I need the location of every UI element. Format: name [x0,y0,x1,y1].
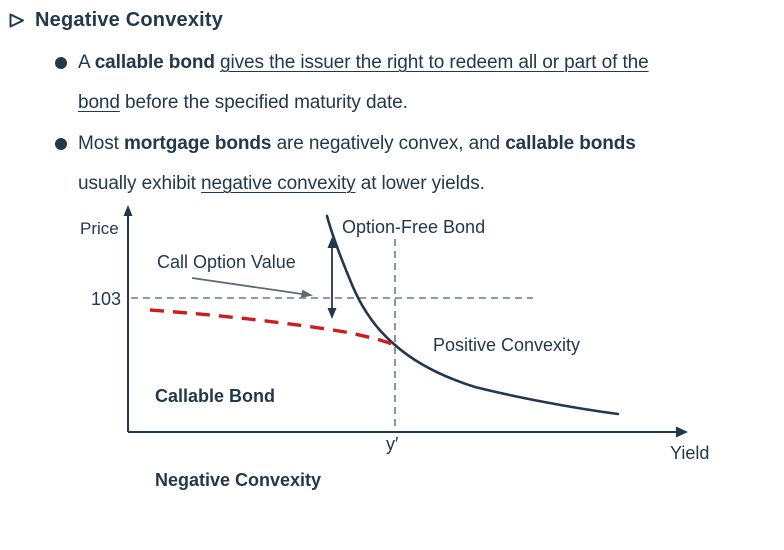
call-option-value-label: Call Option Value [157,252,296,272]
text-segment-underline: bond [78,92,120,113]
callable-bond-label-line1: Callable Bond [155,386,276,406]
text-segment-underline: gives the issuer the right to redeem all… [220,52,649,73]
text-segment: usually exhibit [78,173,202,194]
yield-axis-arrowhead-icon [676,426,688,438]
text-segment-bold: mortgage bonds [123,133,272,154]
pointer-arrow-head-icon [300,289,313,298]
text-segment: before the specified maturity date. [119,92,408,113]
bullet-mortgage-bonds: Most mortgage bonds are negatively conve… [55,124,636,204]
bullet-text: Most mortgage bonds are negatively conve… [78,124,636,204]
callable-bond-label: Callable Bond Negative Convexity [155,326,321,550]
gap-arrow-up-head-icon [327,237,337,248]
text-segment: are negatively convex, and [271,133,506,154]
bullet-line: bond before the specified maturity date. [78,83,649,123]
text-segment: Most [78,133,124,154]
yield-prime-tick-label: y′ [386,434,399,454]
positive-convexity-label: Positive Convexity [433,335,581,355]
price-axis-label: Price [80,219,119,238]
text-segment-bold: callable bond [94,52,215,73]
bullet-callable-bond: A callable bond gives the issuer the rig… [55,43,649,123]
page-title: Negative Convexity [35,9,224,31]
call-option-pointer-arrow [191,277,303,295]
callable-bond-curve [149,308,396,347]
call-price-tick-label: 103 [90,289,121,309]
text-segment-bold: callable bonds [505,133,636,154]
bullet-dot-icon [55,138,67,150]
bullet-line: A callable bond gives the issuer the rig… [78,43,649,83]
price-axis-arrowhead-icon [123,205,133,216]
callable-bond-label-line2: Negative Convexity [155,470,322,490]
bullet-dot-icon [55,57,67,69]
option-free-bond-label: Option-Free Bond [342,217,486,237]
bullet-line: Most mortgage bonds are negatively conve… [78,124,636,164]
title-row: Negative Convexity [8,9,223,32]
bullet-line: usually exhibit negative convexity at lo… [78,164,636,204]
slide: Negative Convexity A callable bond gives… [8,9,710,490]
yield-axis-label: Yield [670,443,710,463]
text-segment: at lower yields. [355,173,485,194]
gap-arrow-down-head-icon [327,308,337,319]
text-segment-underline: negative convexity [201,173,356,194]
text-segment: A [78,52,95,73]
option-free-bond-curve [325,214,620,416]
bullet-text: A callable bond gives the issuer the rig… [78,43,649,123]
arrow-bullet-icon [9,13,24,28]
chart-canvas [123,205,688,438]
